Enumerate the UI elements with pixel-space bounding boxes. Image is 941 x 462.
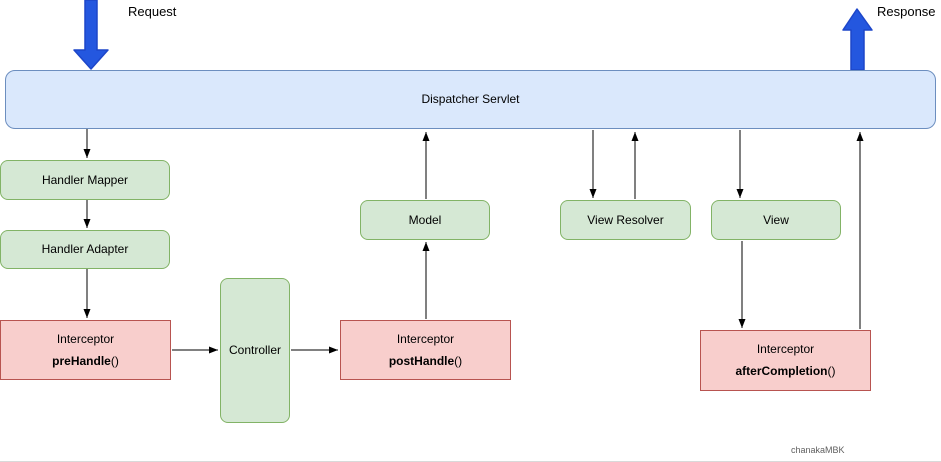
interceptor-prehandle-title: Interceptor xyxy=(56,332,115,347)
node-handler-mapper: Handler Mapper xyxy=(0,160,170,200)
interceptor-aftercompletion-title: Interceptor xyxy=(756,342,815,357)
interceptor-prehandle-method: preHandle() xyxy=(52,353,119,368)
node-interceptor-aftercompletion: Interceptor afterCompletion() xyxy=(700,330,871,391)
dispatcher-servlet-label: Dispatcher Servlet xyxy=(421,92,520,107)
interceptor-aftercompletion-method: afterCompletion() xyxy=(735,364,836,379)
model-label: Model xyxy=(408,212,442,227)
watermark-text: chanakaMBK xyxy=(791,445,845,455)
view-label: View xyxy=(763,212,789,227)
view-resolver-label: View Resolver xyxy=(587,212,664,227)
node-view: View xyxy=(711,200,841,240)
handler-mapper-label: Handler Mapper xyxy=(41,172,129,187)
request-arrow xyxy=(73,0,109,70)
node-view-resolver: View Resolver xyxy=(560,200,691,240)
node-interceptor-prehandle: Interceptor preHandle() xyxy=(0,320,171,380)
handler-adapter-label: Handler Adapter xyxy=(41,242,129,257)
interceptor-posthandle-method: postHandle() xyxy=(388,353,463,368)
node-model: Model xyxy=(360,200,490,240)
node-dispatcher-servlet: Dispatcher Servlet xyxy=(5,70,936,129)
node-interceptor-posthandle: Interceptor postHandle() xyxy=(340,320,511,380)
response-label: Response xyxy=(877,4,936,19)
interceptor-posthandle-title: Interceptor xyxy=(396,332,455,347)
node-handler-adapter: Handler Adapter xyxy=(0,230,170,269)
response-arrow xyxy=(842,8,873,71)
node-controller: Controller xyxy=(220,278,290,423)
request-label: Request xyxy=(128,4,177,19)
controller-label: Controller xyxy=(228,343,282,358)
